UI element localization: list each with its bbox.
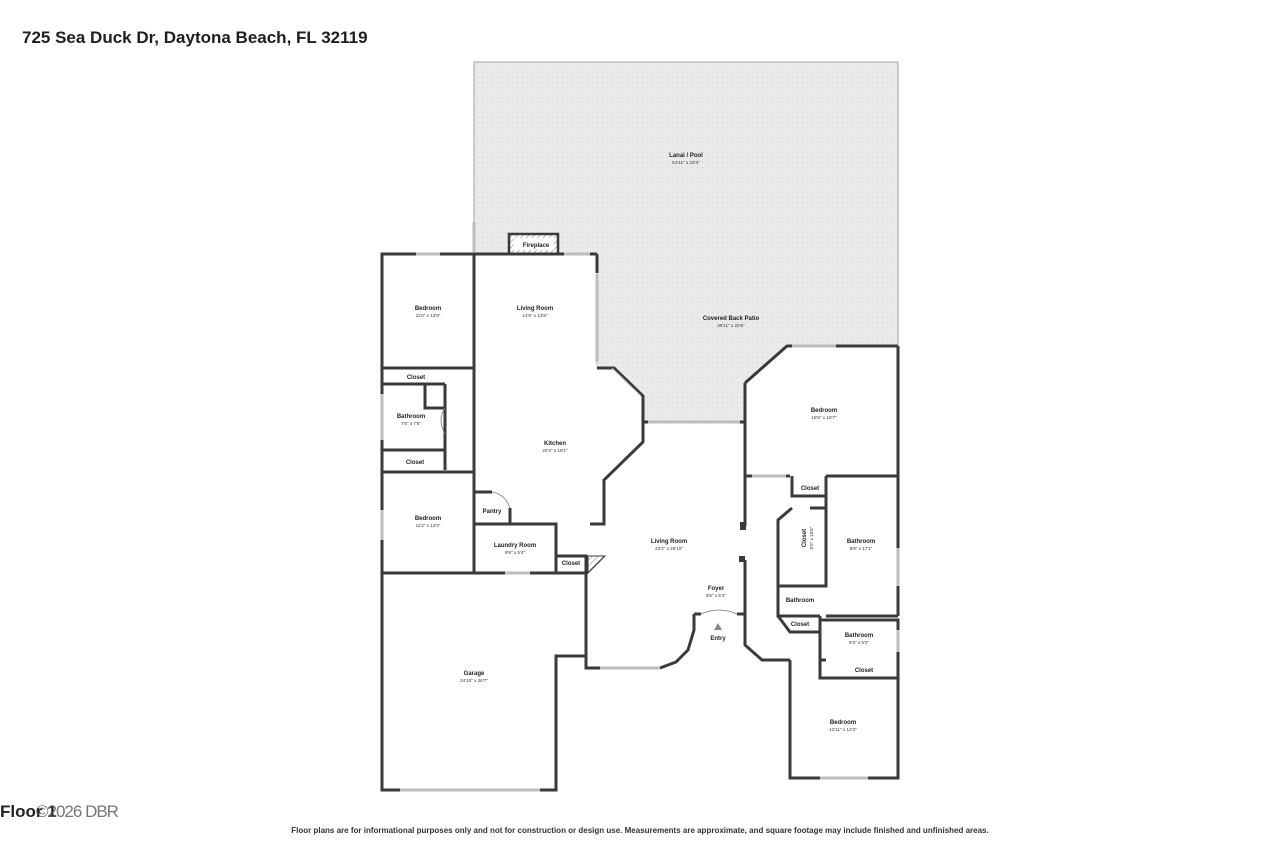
closet6-label: Closet — [791, 622, 809, 628]
entry-arrow-icon — [714, 623, 722, 630]
living-room2-name: Living Room — [651, 539, 687, 545]
closet1-label: Closet — [407, 375, 425, 381]
living-room1-name: Living Room — [517, 306, 553, 312]
garage-name: Garage — [464, 671, 485, 677]
bathroom3-label: Bathroom — [786, 598, 814, 604]
bathroom4-name: Bathroom — [845, 633, 873, 639]
bedroom3-name: Bedroom — [811, 408, 837, 414]
closet5-dims: 5'5" x 10'8" — [809, 526, 814, 549]
bathroom1-name: Bathroom — [397, 414, 425, 420]
bedroom2-dims: 11'2" x 12'0" — [416, 523, 441, 528]
living-room2-dims: 23'2" x 29'10" — [655, 546, 683, 551]
covered-patio-name: Covered Back Patio — [703, 316, 760, 322]
laundry-dims: 9'9" x 5'4" — [505, 550, 525, 555]
bedroom4-name: Bedroom — [830, 720, 856, 726]
fireplace-label: Fireplace — [523, 243, 550, 249]
closet7-label: Closet — [855, 668, 873, 674]
garage-floor — [382, 573, 586, 790]
living-room1-dims: 14'8" x 13'8" — [522, 313, 548, 318]
disclaimer: Floor plans are for informational purpos… — [291, 826, 989, 835]
closet4-label: Closet — [801, 486, 819, 492]
pantry-label: Pantry — [483, 509, 502, 515]
bathroom1-dims: 7'8" x 7'5" — [401, 421, 421, 426]
bedroom3-dims: 18'5" x 15'7" — [811, 415, 837, 420]
lanai-pool-name: Lanai / Pool — [669, 153, 703, 159]
watermark: ©2026 DBR — [36, 802, 119, 821]
bedroom4-dims: 12'11" x 14'3" — [829, 727, 857, 732]
covered-patio-dims: 36'11" x 20'6" — [717, 323, 745, 328]
foyer-name: Foyer — [708, 586, 725, 592]
bathroom4-dims: 9'3" x 5'0" — [849, 640, 869, 645]
closet3-label: Closet — [562, 561, 580, 567]
closet2-label: Closet — [406, 460, 424, 466]
kitchen-dims: 20'4" x 19'1" — [542, 448, 568, 453]
lanai-pool-dims: 51'11" x 23'4" — [672, 160, 700, 165]
room-labels: Lanai / Pool 51'11" x 23'4" Covered Back… — [397, 153, 875, 732]
property-address: 725 Sea Duck Dr, Daytona Beach, FL 32119 — [22, 28, 368, 47]
bathroom2-name: Bathroom — [847, 539, 875, 545]
kitchen-name: Kitchen — [544, 441, 566, 447]
entry-label: Entry — [710, 636, 726, 642]
floor-label: Floor 1 — [0, 802, 57, 821]
closet5-name: Closet — [802, 529, 808, 547]
laundry-name: Laundry Room — [494, 543, 536, 549]
bedroom1-dims: 11'0" x 13'8" — [416, 313, 441, 318]
windows — [380, 222, 900, 792]
bathroom2-dims: 8'8" x 17'1" — [850, 546, 873, 551]
bedroom1-name: Bedroom — [415, 306, 441, 312]
garage-dims: 24'10" x 26'7" — [460, 678, 488, 683]
bedroom2-name: Bedroom — [415, 516, 441, 522]
foyer-dims: 6'5" x 5'2" — [706, 593, 726, 598]
door-swings — [440, 407, 738, 615]
